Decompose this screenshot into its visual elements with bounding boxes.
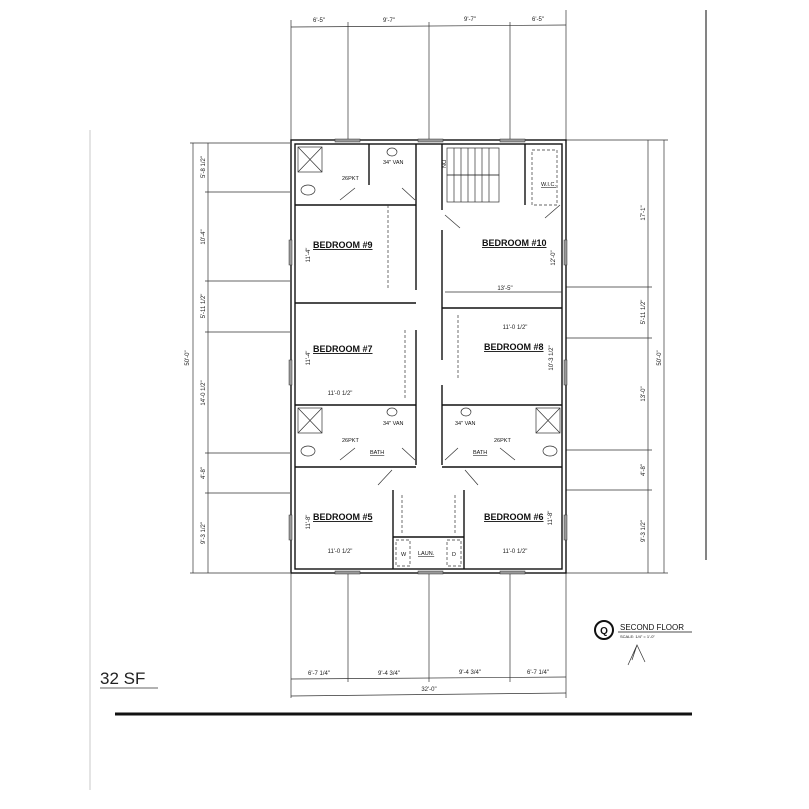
- vanity-label-left: 34" VAN: [383, 421, 404, 427]
- right-dim-3: 13'-0": [641, 386, 647, 401]
- title-marker-icon: [594, 620, 614, 640]
- pocket-door-label-top: 26PKT: [342, 176, 359, 182]
- right-dimensions: 17'-1" 5'-11 1/2" 13'-0" 4'-8" 9'-3 1/2"…: [566, 139, 668, 574]
- pocket-door-label-right: 26PKT: [494, 438, 511, 444]
- interior-walls: [295, 144, 562, 569]
- right-dim-2: 5'-11 1/2": [641, 300, 647, 325]
- left-dim-4: 14'-0 1/2": [201, 380, 207, 405]
- sink-icon: [386, 407, 398, 417]
- right-dim-4: 4'-8": [641, 464, 647, 476]
- stair-down-label: DN: [440, 160, 446, 168]
- building-outline: [288, 138, 568, 575]
- bottom-dim-2: 9'-4 3/4": [378, 671, 400, 677]
- bottom-dim-3: 9'-4 3/4": [459, 670, 481, 676]
- washer-label: W: [401, 552, 407, 558]
- left-dim-2: 10'-4": [201, 229, 207, 244]
- washer-icon: [395, 539, 411, 567]
- sink-icon: [460, 407, 472, 417]
- top-dimensions: 6'-5" 9'-7" 9'-7" 6'-5": [290, 10, 567, 140]
- stairs: DN: [440, 147, 500, 203]
- bedroom-5-dim-v: 11'-8": [306, 515, 312, 530]
- drawing-title-text: SECOND FLOOR: [620, 623, 684, 632]
- bedroom-8-dim-v: 10'-3 1/2": [549, 345, 555, 370]
- top-dim-2: 9'-7": [383, 18, 395, 24]
- laundry-label: LAUN.: [418, 551, 435, 557]
- bottom-dim-1: 6'-7 1/4": [308, 671, 330, 677]
- fixtures: [297, 146, 561, 567]
- toilet-icon: [300, 184, 316, 196]
- bedroom-10-dim-h: 13'-5": [497, 286, 512, 292]
- bedroom-6-label: BEDROOM #6: [484, 512, 544, 522]
- bedroom-10-dim-v: 12'-0": [551, 250, 557, 265]
- shower-icon: [297, 146, 323, 173]
- bottom-dim-4: 6'-7 1/4": [527, 670, 549, 676]
- bath-left-label: BATH: [370, 450, 384, 456]
- left-dim-6: 9'-3 1/2": [201, 522, 207, 544]
- left-dimensions: 50'-0" 5'-8 1/2" 10'-4" 5'-11 1/2" 14'-0…: [185, 142, 290, 574]
- toilet-icon: [542, 445, 558, 457]
- closet-shelf: [531, 149, 558, 206]
- drawing-title: Q SECOND FLOOR SCALE: 1/4" = 1'-0": [594, 620, 692, 666]
- left-dim-3: 5'-11 1/2": [201, 294, 207, 319]
- bath-right-label: BATH: [473, 450, 487, 456]
- bottom-dimensions: 6'-7 1/4" 9'-4 3/4" 9'-4 3/4" 6'-7 1/4" …: [290, 573, 567, 698]
- right-dim-1: 17'-1": [641, 205, 647, 220]
- dryer-label: D: [452, 552, 456, 558]
- left-dim-overall: 50'-0": [185, 350, 191, 365]
- bedroom-9-dim: 11'-4": [306, 248, 312, 263]
- bedroom-5-label: BEDROOM #5: [313, 512, 373, 522]
- sink-icon: [386, 147, 398, 157]
- bedroom-6-dim-v: 11'-8": [548, 511, 554, 526]
- bedroom-5-dim-h: 11'-0 1/2": [328, 549, 353, 555]
- room-labels: BEDROOM #9 11'-4" BEDROOM #10 13'-5" 12'…: [306, 160, 557, 558]
- area-label: 32 SF: [100, 669, 145, 688]
- bedroom-10-label: BEDROOM #10: [482, 238, 547, 248]
- vanity-label-top: 34" VAN: [383, 160, 404, 166]
- bedroom-7-dim-h: 11'-0 1/2": [328, 391, 353, 397]
- right-dim-overall: 50'-0": [657, 350, 663, 365]
- bedroom-7-label: BEDROOM #7: [313, 344, 373, 354]
- shower-icon: [297, 407, 323, 434]
- title-marker-letter: Q: [600, 626, 608, 637]
- bedroom-8-label: BEDROOM #8: [484, 342, 544, 352]
- pocket-door-label-left: 26PKT: [342, 438, 359, 444]
- top-dim-3: 9'-7": [464, 17, 476, 23]
- drawing-scale-text: SCALE: 1/4" = 1'-0": [620, 634, 655, 639]
- vanity-label-right: 34" VAN: [455, 421, 476, 427]
- top-dim-4: 6'-5": [532, 17, 544, 23]
- top-dim-1: 6'-5": [313, 18, 325, 24]
- right-dim-5: 9'-3 1/2": [641, 520, 647, 542]
- left-dim-1: 5'-8 1/2": [201, 156, 207, 178]
- wic-label: W.I.C.: [541, 182, 556, 188]
- bedroom-7-dim-v: 11'-4": [306, 351, 312, 366]
- handwritten-arrow-icon: [627, 644, 646, 666]
- toilet-icon: [300, 445, 316, 457]
- bedroom-6-dim-h: 11'-0 1/2": [503, 549, 528, 555]
- dryer-icon: [446, 539, 462, 567]
- shower-icon: [535, 407, 561, 434]
- bottom-dim-overall: 32'-0": [421, 687, 436, 693]
- left-dim-5: 4'-8": [201, 467, 207, 479]
- bedroom-9-label: BEDROOM #9: [313, 240, 373, 250]
- bedroom-8-dim-h: 11'-0 1/2": [503, 325, 528, 331]
